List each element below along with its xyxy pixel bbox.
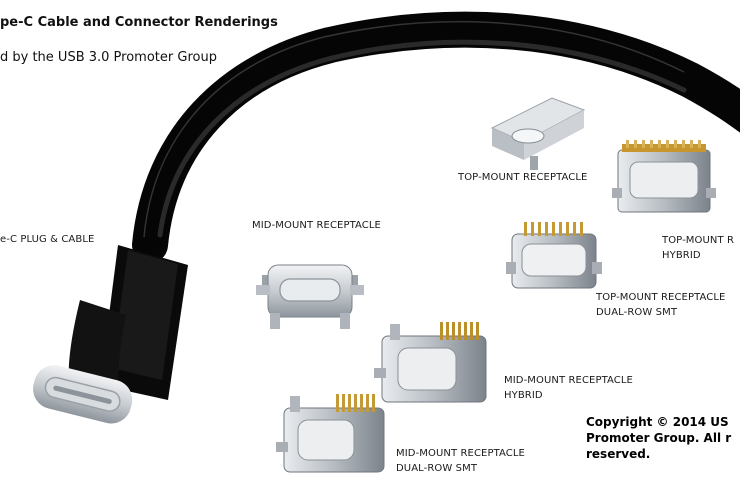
label-plug-cable: e-C PLUG & CABLE [0, 234, 95, 245]
label-mid-mount-dual-line1: MID-MOUNT RECEPTACLE [396, 448, 525, 459]
label-mid-mount-hybrid-line1: MID-MOUNT RECEPTACLE [504, 375, 633, 386]
label-mid-mount-dual-line2: DUAL-ROW SMT [396, 463, 478, 474]
label-top-mount-dual: TOP-MOUNT RECEPTACLE DUAL-ROW SMT [596, 290, 725, 320]
label-top-mount: TOP-MOUNT RECEPTACLE [458, 172, 588, 183]
usb-c-plug [33, 245, 188, 424]
label-top-mount-dual-line1: TOP-MOUNT RECEPTACLE [596, 292, 726, 303]
label-top-mount-hybrid: TOP-MOUNT R HYBRID [662, 233, 734, 263]
copyright-line3: reserved. [586, 447, 651, 461]
label-mid-mount-hybrid-line2: HYBRID [504, 390, 543, 401]
mid-mount-receptacle-hybrid [374, 322, 487, 403]
label-top-mount-hybrid-line2: HYBRID [662, 250, 701, 261]
label-top-mount-dual-line2: DUAL-ROW SMT [596, 307, 678, 318]
cable [132, 11, 740, 263]
label-mid-mount: MID-MOUNT RECEPTACLE [252, 220, 381, 231]
top-mount-receptacle [490, 97, 586, 170]
copyright-line1: Copyright © 2014 US [586, 415, 729, 429]
top-mount-receptacle-dual-row [506, 222, 602, 289]
copyright-notice: Copyright © 2014 US Promoter Group. All … [586, 414, 731, 462]
top-mount-receptacle-hybrid [612, 140, 716, 213]
copyright-line2: Promoter Group. All r [586, 431, 732, 445]
label-mid-mount-hybrid: MID-MOUNT RECEPTACLE HYBRID [504, 373, 633, 403]
label-top-mount-hybrid-line1: TOP-MOUNT R [662, 235, 735, 246]
label-mid-mount-dual: MID-MOUNT RECEPTACLE DUAL-ROW SMT [396, 446, 525, 476]
page-title: pe-C Cable and Connector Renderings [0, 15, 278, 30]
mid-mount-receptacle-dual-row [276, 394, 385, 473]
page-subtitle: d by the USB 3.0 Promoter Group [0, 50, 217, 65]
mid-mount-receptacle [256, 264, 364, 329]
